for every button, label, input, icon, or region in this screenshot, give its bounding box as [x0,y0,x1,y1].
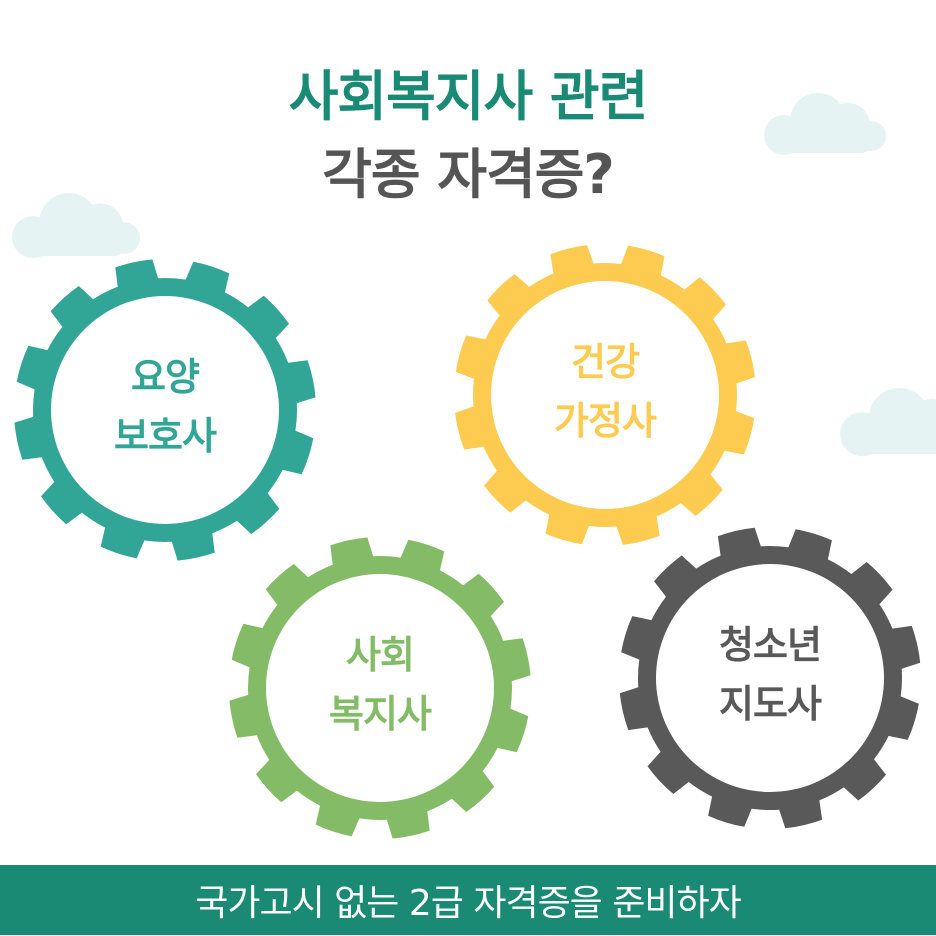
gear-icon [455,245,755,545]
gear-label-line-1: 건강 [571,340,640,384]
gear-icon [14,259,316,561]
gear-label-line-1: 사회 [346,633,415,677]
gear-label-line-1: 청소년 [719,623,822,667]
title-line-1: 사회복지사 관련 [288,65,649,128]
gear-icon [229,537,531,839]
title-line-2: 각종 자격증? [322,143,615,206]
gear-label-line-1: 요양 [131,355,200,399]
gear-label-line-2: 가정사 [554,398,657,443]
bottom-banner: 국가고시 없는 2급 자격증을 준비하자 [0,865,936,935]
gear-label-line-2: 보호사 [114,413,217,458]
gear-label-line-2: 복지사 [329,691,432,736]
gear-icon [619,527,921,829]
banner-text: 국가고시 없는 2급 자격증을 준비하자 [195,883,741,924]
gear-label-line-2: 지도사 [719,681,822,726]
